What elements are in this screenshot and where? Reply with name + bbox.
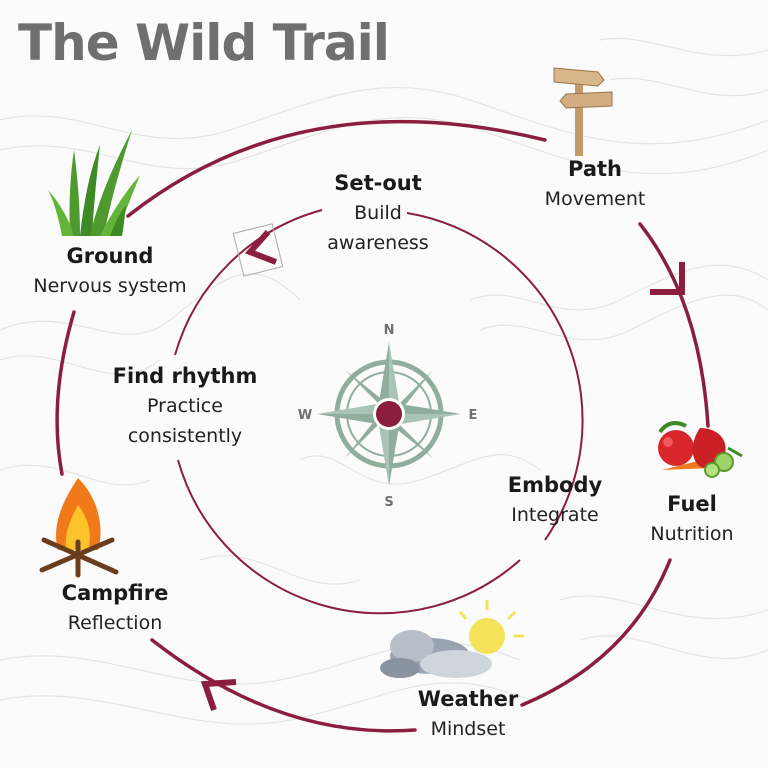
label-path: Path Movement — [530, 154, 660, 214]
label-embody-name: Embody — [507, 473, 603, 497]
label-weather: Weather Mindset — [403, 684, 533, 744]
label-path-desc: Movement — [544, 188, 646, 210]
label-fuel-desc: Nutrition — [650, 523, 734, 545]
weather-icon — [380, 600, 524, 678]
vegetables-icon — [658, 421, 743, 478]
label-set-out-desc-2: awareness — [327, 232, 429, 254]
compass-north: N — [384, 323, 395, 338]
label-weather-desc: Mindset — [430, 718, 506, 740]
label-fuel: Fuel Nutrition — [632, 489, 752, 549]
compass-rose-icon: N E S W — [298, 323, 478, 510]
arrow-path-to-fuel — [650, 262, 685, 295]
label-find-rhythm-name: Find rhythm — [112, 364, 258, 388]
label-path-name: Path — [568, 157, 622, 181]
signpost-icon — [553, 67, 613, 156]
outer-cycle-arrows — [200, 262, 685, 711]
label-set-out-desc-1: Build — [354, 202, 402, 224]
compass-west: W — [298, 408, 312, 423]
inner-cycle-arrow — [232, 223, 284, 277]
compass-east: E — [469, 408, 478, 423]
compass-south: S — [384, 495, 393, 510]
label-campfire: Campfire Reflection — [40, 578, 190, 638]
label-ground: Ground Nervous system — [10, 241, 210, 301]
label-campfire-desc: Reflection — [67, 612, 163, 634]
label-ground-desc: Nervous system — [33, 275, 187, 297]
label-campfire-name: Campfire — [61, 581, 169, 605]
label-ground-name: Ground — [66, 244, 154, 268]
label-find-rhythm: Find rhythm Practice consistently — [100, 361, 270, 451]
arrow-weather-to-campfire — [200, 679, 237, 711]
grass-icon — [48, 130, 140, 236]
label-set-out-name: Set-out — [334, 171, 422, 195]
label-embody-desc: Integrate — [511, 504, 599, 526]
label-find-rhythm-desc-2: consistently — [127, 425, 243, 447]
campfire-icon — [39, 478, 119, 578]
inner-cycle-ring — [174, 209, 584, 615]
page-title: The Wild Trail — [18, 14, 390, 72]
label-embody: Embody Integrate — [490, 470, 620, 530]
label-weather-name: Weather — [417, 687, 519, 711]
label-find-rhythm-desc-1: Practice — [147, 395, 223, 417]
label-fuel-name: Fuel — [667, 492, 717, 516]
label-set-out: Set-out Build awareness — [308, 168, 448, 258]
outer-cycle-ring — [55, 119, 710, 733]
